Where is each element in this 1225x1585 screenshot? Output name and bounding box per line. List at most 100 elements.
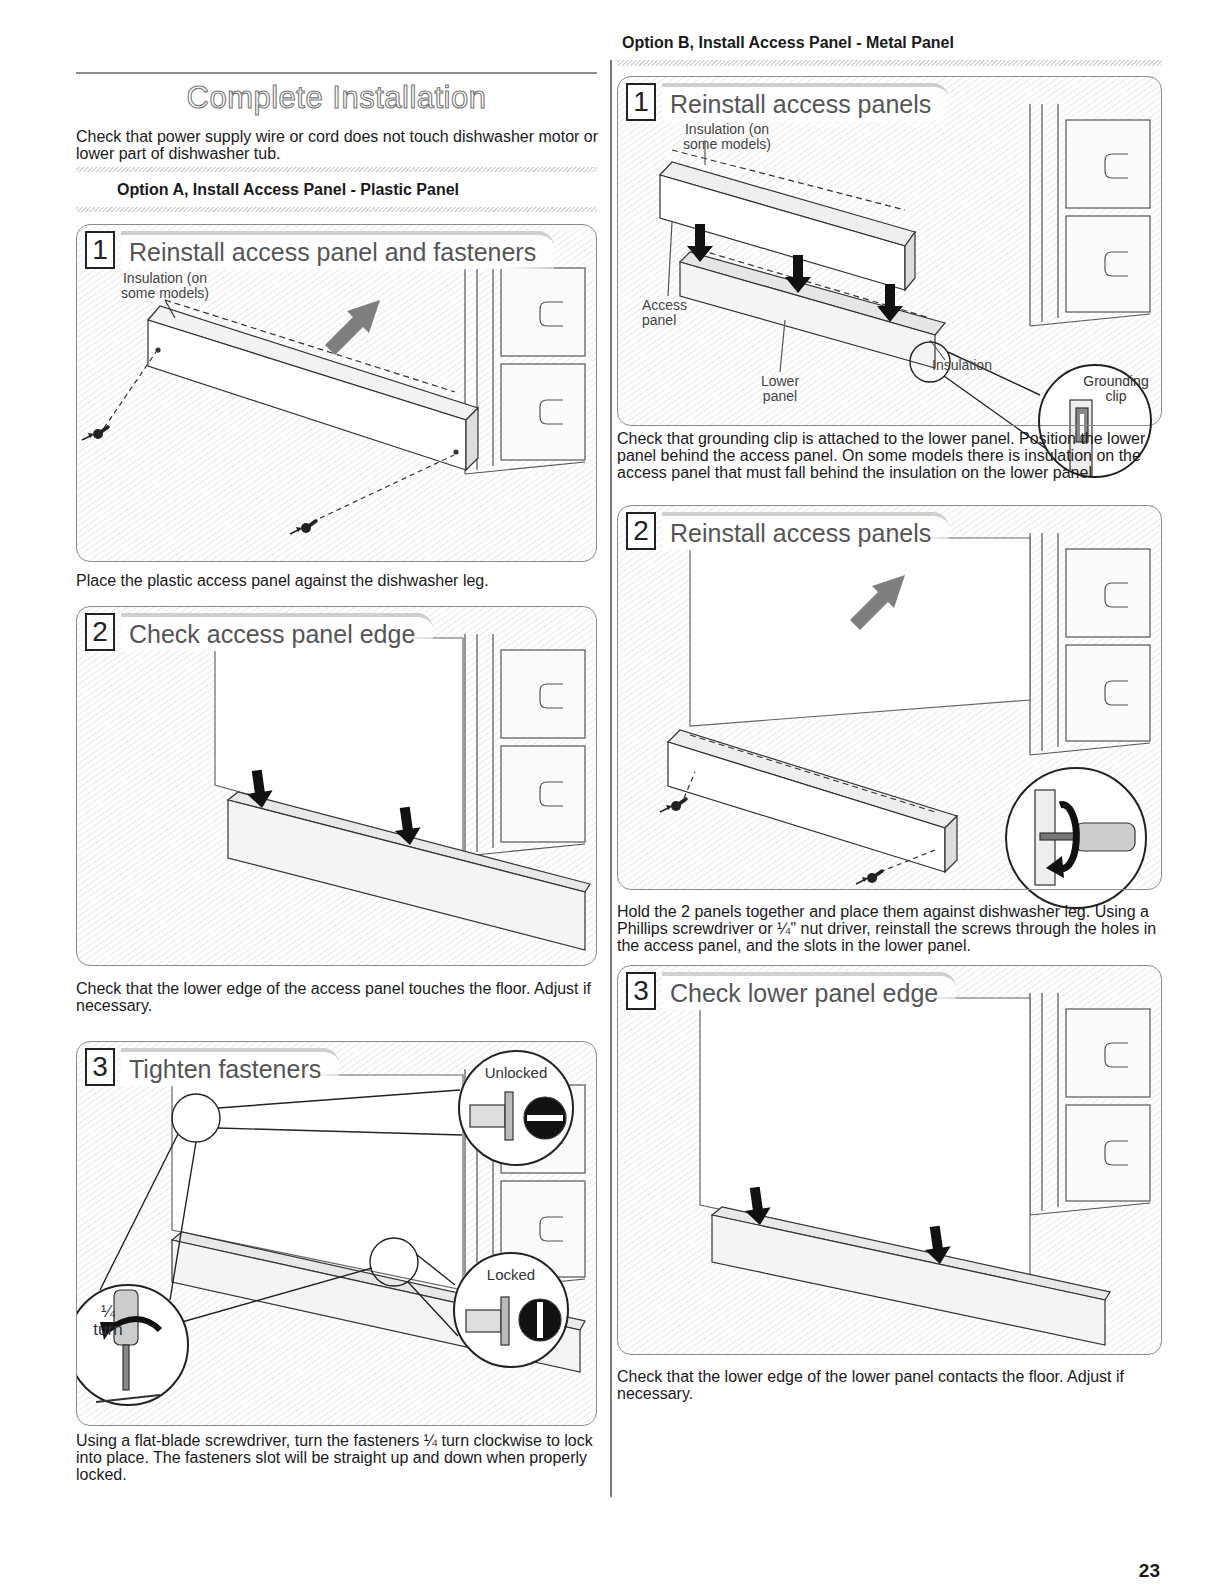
caption-text: Using a flat-blade screwdriver, turn the…	[76, 1432, 601, 1483]
step-number: 2	[626, 512, 656, 550]
cabinet-drawing	[465, 634, 585, 856]
panel-background	[76, 224, 597, 562]
step-panel: 2Reinstall access panels	[617, 505, 1162, 890]
part-label: Insulation (on some models)	[106, 271, 224, 301]
access-panel-drawing	[668, 140, 945, 372]
step-number: 3	[85, 1048, 115, 1086]
screw-symbol	[660, 799, 686, 812]
detail-circle-fill	[68, 364, 1150, 1405]
fastener-drawing	[466, 1092, 566, 1345]
screw-symbol	[82, 427, 108, 440]
section-heading: Option B, Install Access Panel - Metal P…	[622, 34, 1152, 51]
access-panel-drawing	[690, 735, 935, 812]
fastener-drawing	[505, 1092, 513, 1140]
page-title: Complete Installation	[76, 80, 597, 116]
access-panel-drawing	[165, 300, 175, 318]
part-label: Lower panel	[752, 374, 808, 404]
motion-arrow	[392, 806, 423, 847]
screwdriver-drawing	[96, 790, 1135, 1402]
detail-circle-fill	[76, 1285, 188, 1405]
caption-text: Hold the 2 panels together and place the…	[617, 903, 1162, 954]
access-panel-drawing	[148, 140, 1110, 1372]
caption-text: Check that the lower edge of the lower p…	[617, 1368, 1162, 1402]
cabinet-drawing	[1030, 533, 1150, 755]
screw-symbol	[856, 871, 882, 884]
state-label: Unlocked	[460, 1064, 572, 1081]
state-label: Locked	[455, 1266, 567, 1283]
step-number: 1	[85, 231, 115, 269]
step-heading: Reinstall access panel and fasteners	[121, 231, 554, 269]
leader-line	[104, 352, 454, 522]
section-rule	[76, 207, 597, 212]
motion-arrow	[877, 284, 903, 322]
motion-arrow	[244, 769, 275, 810]
fastener-drawing	[537, 1302, 543, 1338]
access-panel-drawing	[148, 320, 466, 470]
part-label: Insulation	[932, 358, 1012, 373]
detail-circle: Locked	[453, 1252, 569, 1368]
access-panel-drawing	[156, 348, 160, 352]
panel-background	[617, 965, 1162, 1355]
screwdriver-drawing	[123, 1345, 129, 1390]
detail-leader	[100, 342, 1045, 1336]
screwdriver-drawing	[96, 1395, 160, 1402]
body-text: Check that power supply wire or cord doe…	[76, 128, 601, 162]
motion-arrow	[850, 575, 905, 630]
detail-circle-fill	[76, 1285, 188, 1405]
section-heading: Option A, Install Access Panel - Plastic…	[117, 181, 587, 198]
section-rule	[610, 60, 611, 1497]
fastener-drawing	[501, 1297, 509, 1345]
cabinet-drawing	[1030, 993, 1150, 1215]
panel-background	[617, 505, 1162, 890]
detail-circle-fill	[458, 1050, 572, 1164]
screwdriver-drawing	[1075, 823, 1135, 851]
section-rule	[76, 167, 597, 172]
step-number: 3	[626, 972, 656, 1010]
screw-symbol	[290, 521, 316, 534]
access-panel-drawing	[945, 816, 957, 872]
access-panel-drawing	[690, 538, 1030, 726]
detail-circle-fill	[1006, 768, 1146, 908]
motion-arrow	[922, 1225, 953, 1266]
motion-arrow	[785, 255, 811, 293]
leader-line	[684, 772, 935, 872]
detail-leader	[370, 1238, 418, 1286]
section-rule	[617, 60, 1162, 66]
section-rule	[76, 60, 1162, 1497]
access-panel-drawing	[668, 742, 945, 872]
fastener-drawing	[466, 1310, 501, 1332]
part-label: Insulation (on some models)	[668, 122, 786, 152]
step-heading: Tighten fasteners	[121, 1048, 339, 1086]
caption-text: Place the plastic access panel against t…	[76, 572, 601, 589]
detail-leader	[408, 1254, 458, 1336]
fastener-drawing	[524, 1097, 566, 1139]
panel-background	[76, 606, 597, 966]
detail-leader	[172, 1094, 220, 1142]
step-heading: Check access panel edge	[121, 613, 433, 651]
panel-background	[76, 76, 1162, 1426]
access-panel-drawing	[172, 1240, 580, 1372]
detail-circle-fill	[453, 1252, 567, 1366]
caption-text: Check that the lower edge of the access …	[76, 980, 601, 1014]
step-heading: Check lower panel edge	[662, 972, 956, 1010]
step-heading: Reinstall access panels	[662, 512, 949, 550]
access-panel-drawing	[454, 450, 458, 454]
fastener-drawing	[470, 1105, 505, 1127]
motion-arrow	[687, 224, 713, 262]
detail-leader	[218, 1090, 462, 1135]
access-panel-drawing	[466, 408, 478, 470]
step-panel: 3Check lower panel edge	[617, 965, 1162, 1355]
step-panel: 3Tighten fasteners UnlockedLocked	[76, 1041, 597, 1426]
step-panel: 2Check access panel edge	[76, 606, 597, 966]
access-panel-drawing	[712, 1215, 1105, 1345]
cabinet-drawing	[465, 252, 585, 474]
screw-symbol	[82, 427, 882, 884]
detail-circle: Unlocked	[458, 1050, 574, 1166]
access-panel-drawing	[905, 232, 915, 290]
turn-label: ¼ turn	[88, 1303, 128, 1339]
page-number: 23	[1100, 1561, 1160, 1581]
caption-text: Check that grounding clip is attached to…	[617, 430, 1157, 481]
section-rule	[76, 72, 597, 73]
fastener-drawing	[519, 1299, 561, 1341]
